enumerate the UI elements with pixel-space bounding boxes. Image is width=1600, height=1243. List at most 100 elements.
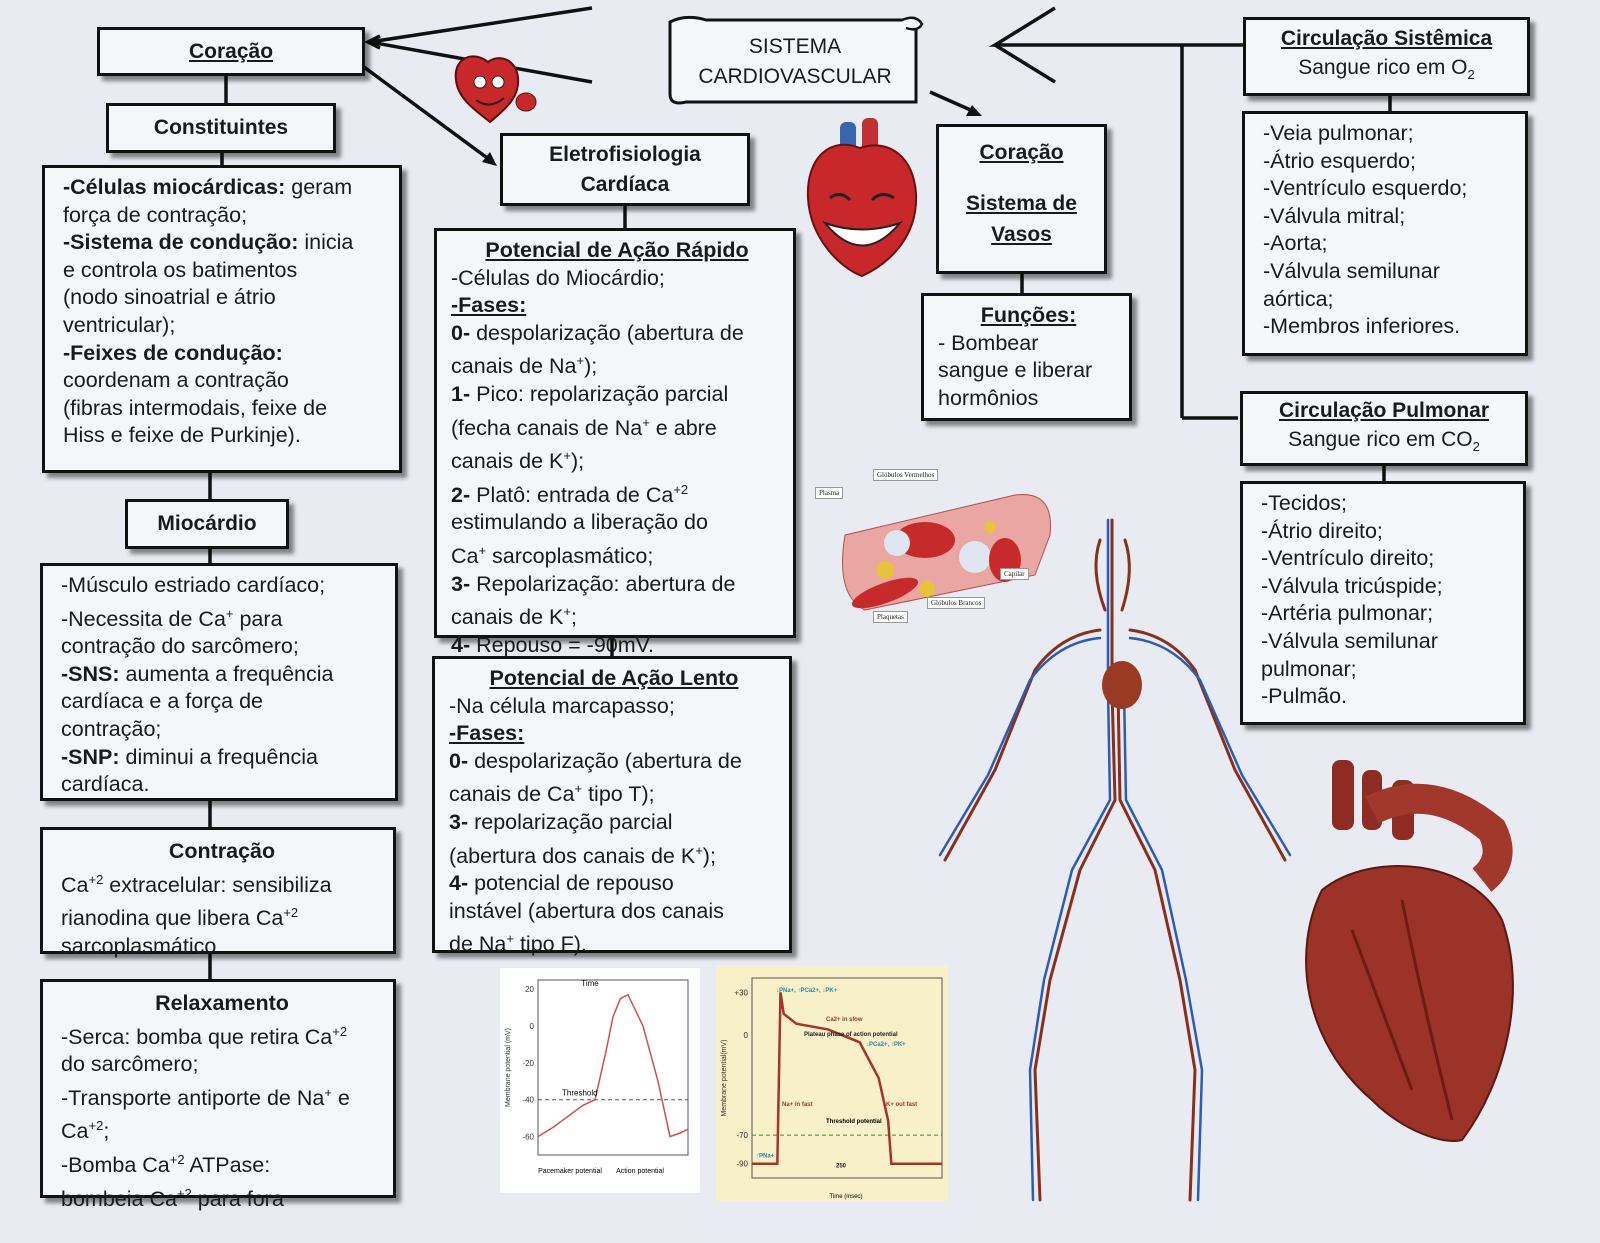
sistemica-title: Circulação Sistêmica	[1280, 26, 1493, 50]
y-tick-label: 20	[525, 985, 534, 994]
text-segment: para	[233, 606, 283, 631]
coracao-vasos-box: Coração Sistema de Vasos	[936, 124, 1107, 274]
y-tick-label: -40	[522, 1096, 534, 1105]
text-segment: Potencial de Ação Rápido	[485, 238, 749, 262]
text-segment: 0-	[449, 748, 469, 773]
text-segment: (nodo sinoatrial e átrio	[63, 285, 276, 310]
text-segment: +	[225, 605, 234, 621]
y-tick-label: 0	[744, 1031, 749, 1040]
text-line: Ca+ sarcoplasmático;	[451, 537, 783, 571]
capillary-drawing	[842, 494, 1052, 611]
label-plasma: Plasma	[815, 487, 844, 499]
text-line: estimulando a liberação do	[451, 509, 783, 537]
x-axis-label: Time (msec)	[829, 1194, 862, 1200]
chart-annotation: Plateau phase of action potential	[804, 1032, 898, 1038]
miocardio-box: Miocárdio	[125, 499, 289, 549]
label-platelets: Plaquetas	[873, 611, 908, 623]
text-line: instável (abertura dos canais	[449, 898, 779, 926]
text-segment: sarcoplasmático	[61, 933, 217, 958]
y-tick-label: -20	[522, 1059, 534, 1068]
text-segment: ventricular);	[63, 312, 176, 337]
text-line: 1- Pico: repolarização parcial	[451, 381, 783, 409]
capillary-illustration: Plasma Glóbulos Vermelhos Capilar Glóbul…	[815, 465, 1060, 630]
vasos-line1: Sistema de	[966, 192, 1077, 215]
text-segment: (fecha canais de Na	[451, 415, 643, 440]
text-line: -Necessita de Ca+ para	[61, 600, 385, 634]
text-segment: +2	[283, 905, 299, 921]
text-segment: -SNS:	[61, 661, 120, 686]
text-line: -Válvula semilunar	[1263, 258, 1515, 286]
text-segment: 3-	[451, 571, 471, 596]
text-segment: +2	[332, 1023, 348, 1039]
text-segment: canais de Ca	[449, 782, 575, 807]
constituintes-box: Constituintes	[106, 103, 336, 153]
text-segment: canais de K	[451, 605, 564, 630]
text-line: -Válvula mitral;	[1263, 203, 1515, 231]
text-segment: -Células do Miocárdio;	[451, 265, 665, 290]
scroll-shape	[668, 15, 924, 105]
coracao-label: Coração	[188, 39, 274, 63]
text-segment: tipo T);	[582, 782, 655, 807]
text-line: sangue e liberar	[938, 357, 1119, 385]
text-line: 3- Repolarização: abertura de	[451, 571, 783, 599]
chart-annotation: ↑PNa+	[756, 1154, 775, 1160]
text-line: 0- despolarização (abertura de	[451, 320, 783, 348]
text-line: contração do sarcômero;	[61, 633, 385, 661]
text-segment: -Válvula tricúspide;	[1261, 573, 1443, 598]
text-segment: -Átrio direito;	[1261, 518, 1383, 543]
text-segment: -Tecidos;	[1261, 491, 1348, 515]
title-line1: SISTEMA	[748, 35, 842, 58]
label-red-cells: Glóbulos Vermelhos	[873, 469, 939, 481]
text-segment: sarcoplasmático;	[486, 543, 654, 568]
x-axis-label: Time	[581, 979, 599, 988]
title-banner: SISTEMA CARDIOVASCULAR	[666, 14, 924, 106]
potencial-rapido-box: Potencial de Ação Rápido -Células do Mioc…	[434, 228, 796, 657]
sistemica-sub-index: 2	[1467, 67, 1475, 83]
text-line: canais de K+);	[451, 442, 783, 476]
text-line: Relaxamento	[61, 990, 383, 1018]
text-segment: Ca	[61, 872, 89, 897]
text-line: -Átrio direito;	[1261, 518, 1513, 546]
text-segment: Hiss e feixe de Purkinje).	[63, 423, 301, 448]
text-line: Potencial de Ação Lento	[449, 665, 779, 693]
text-line: bombeia Ca+2 para fora	[61, 1180, 383, 1214]
potential-curve	[752, 992, 942, 1165]
text-line: Ca+2;	[61, 1112, 383, 1146]
cartoon-heart-small-icon	[454, 55, 537, 124]
text-segment: geram	[285, 175, 353, 199]
text-segment: -Artéria pulmonar;	[1261, 601, 1434, 626]
text-segment: -Músculo estriado cardíaco;	[61, 573, 326, 597]
circulacao-sistemica-box: Circulação Sistêmica Sangue rico em O2	[1243, 17, 1530, 96]
text-line: -Tecidos;	[1261, 490, 1513, 518]
text-segment: Contração	[168, 839, 276, 863]
text-segment: canais de Na	[451, 354, 577, 379]
eletro-line2: Cardíaca	[580, 172, 670, 196]
circulacao-pulmonar-box: Circulação Pulmonar Sangue rico em CO2	[1240, 391, 1528, 466]
text-line: Ca+2 extracelular: sensibiliza	[61, 866, 383, 900]
text-line: -Na célula marcapasso;	[449, 693, 779, 721]
text-segment: +	[506, 931, 514, 947]
text-segment: -Feixes de condução:	[63, 340, 283, 365]
text-segment: 1-	[451, 381, 471, 406]
text-segment: hormônios	[938, 385, 1039, 410]
coracao-box: Coração	[97, 27, 365, 76]
text-segment: +2	[169, 1151, 185, 1167]
text-line: -Sistema de condução: inicia	[63, 229, 389, 257]
text-line: do sarcômero;	[61, 1051, 383, 1079]
text-segment: extracelular: sensibiliza	[103, 872, 332, 897]
text-line: 4- Repouso = -90mV.	[451, 632, 783, 660]
text-segment: Relaxamento	[155, 991, 289, 1015]
text-line: pulmonar;	[1261, 656, 1513, 684]
text-line: 2- Platô: entrada de Ca+2	[451, 476, 783, 510]
text-line: -SNS: aumenta a frequência	[61, 661, 385, 689]
text-segment: +2	[673, 481, 689, 497]
text-line: -Válvula tricúspide;	[1261, 573, 1513, 601]
text-segment: Pico: repolarização parcial	[470, 381, 729, 406]
text-line: canais de Ca+ tipo T);	[449, 775, 779, 809]
text-line: força de contração;	[63, 202, 389, 230]
text-segment: contração;	[61, 716, 162, 741]
pulmonar-sub: Sangue rico em CO2	[1288, 425, 1480, 461]
text-line: rianodina que libera Ca+2	[61, 899, 383, 933]
